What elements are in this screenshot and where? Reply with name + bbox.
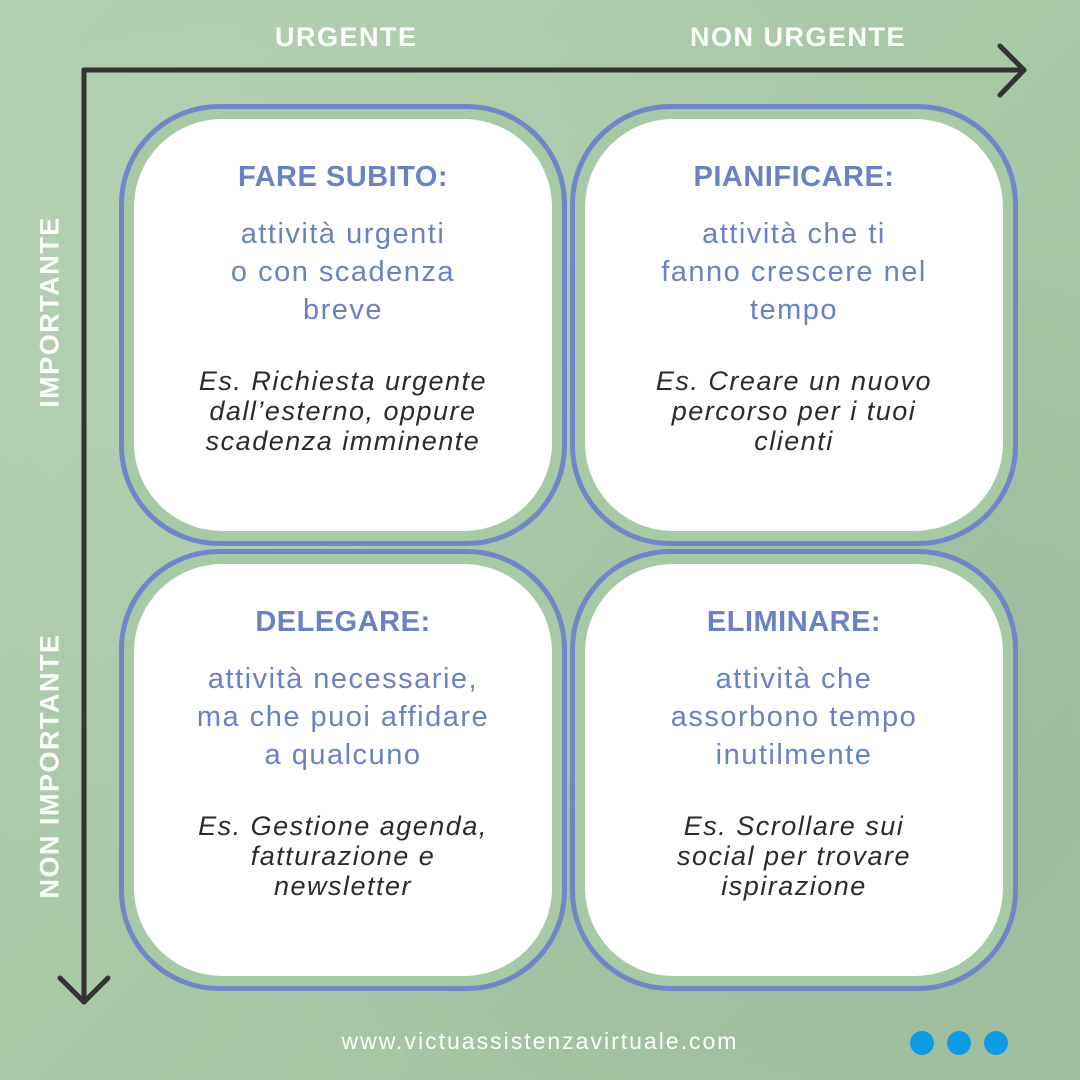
- quadrant-example: Es. Gestione agenda, fatturazione e news…: [198, 811, 488, 901]
- quadrant-description: attività che ti fanno crescere nel tempo: [661, 218, 927, 326]
- dot-icon: [947, 1031, 971, 1055]
- quadrant-card: DELEGARE: attività necessarie, ma che pu…: [134, 564, 552, 976]
- quadrant-card: PIANIFICARE: attività che ti fanno cresc…: [585, 119, 1003, 531]
- dot-icon: [984, 1031, 1008, 1055]
- quadrant-description: attività necessarie, ma che puoi affidar…: [196, 663, 490, 771]
- quadrant-title: ELIMINARE:: [706, 606, 882, 638]
- quadrant-example: Es. Scrollare sui social per trovare isp…: [676, 811, 912, 901]
- quadrant-pianificare: PIANIFICARE: attività che ti fanno cresc…: [570, 104, 1018, 546]
- quadrant-title: PIANIFICARE:: [693, 161, 895, 193]
- quadrant-card: FARE SUBITO: attività urgenti o con scad…: [134, 119, 552, 531]
- horizontal-axis-arrow-icon: [81, 43, 1027, 98]
- website-url: www.victuassistenzavirtuale.com: [341, 1028, 739, 1054]
- pagination-dots: [910, 1031, 1008, 1055]
- quadrant-fare-subito: FARE SUBITO: attività urgenti o con scad…: [119, 104, 567, 546]
- axis-label-urgente: URGENTE: [275, 22, 418, 52]
- quadrant-eliminare: ELIMINARE: attività che assorbono tempo …: [570, 549, 1018, 991]
- quadrant-description: attività che assorbono tempo inutilmente: [670, 663, 918, 771]
- quadrant-example: Es. Richiesta urgente dall’esterno, oppu…: [198, 366, 488, 456]
- quadrant-card: ELIMINARE: attività che assorbono tempo …: [585, 564, 1003, 976]
- quadrant-title: FARE SUBITO:: [237, 161, 449, 193]
- quadrant-example: Es. Creare un nuovo percorso per i tuoi …: [655, 366, 933, 456]
- vertical-axis-arrow-icon: [57, 67, 111, 1005]
- quadrant-delegare: DELEGARE: attività necessarie, ma che pu…: [119, 549, 567, 991]
- quadrant-description: attività urgenti o con scadenza breve: [230, 218, 456, 326]
- quadrant-title: DELEGARE:: [255, 606, 431, 638]
- dot-icon: [910, 1031, 934, 1055]
- axis-label-non-urgente: NON URGENTE: [690, 22, 907, 52]
